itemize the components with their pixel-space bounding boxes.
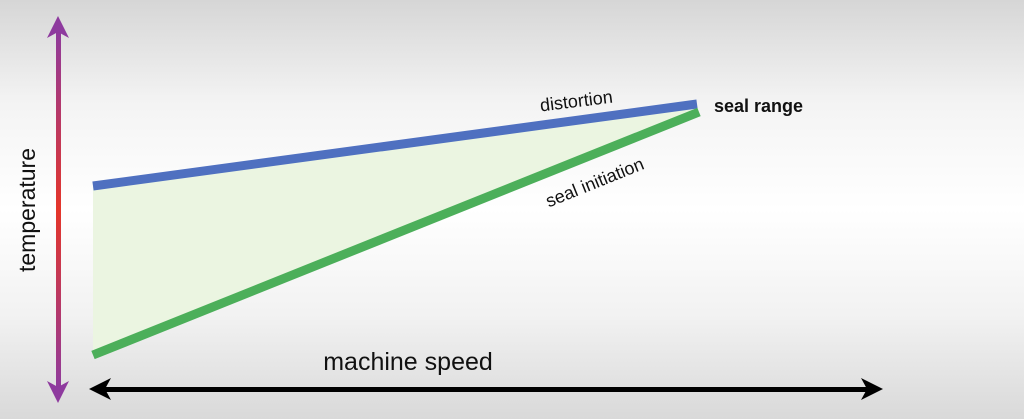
machine-speed-label: machine speed [323, 348, 493, 376]
distortion-line [92, 99, 698, 191]
temperature-label: temperature [14, 148, 40, 272]
seal-range-label: seal range [714, 96, 803, 116]
seal-initiation-line [91, 107, 701, 360]
temperature-axis-arrow [47, 16, 69, 403]
distortion-label: distortion [539, 87, 614, 116]
machine-speed-axis-arrow [89, 378, 883, 400]
